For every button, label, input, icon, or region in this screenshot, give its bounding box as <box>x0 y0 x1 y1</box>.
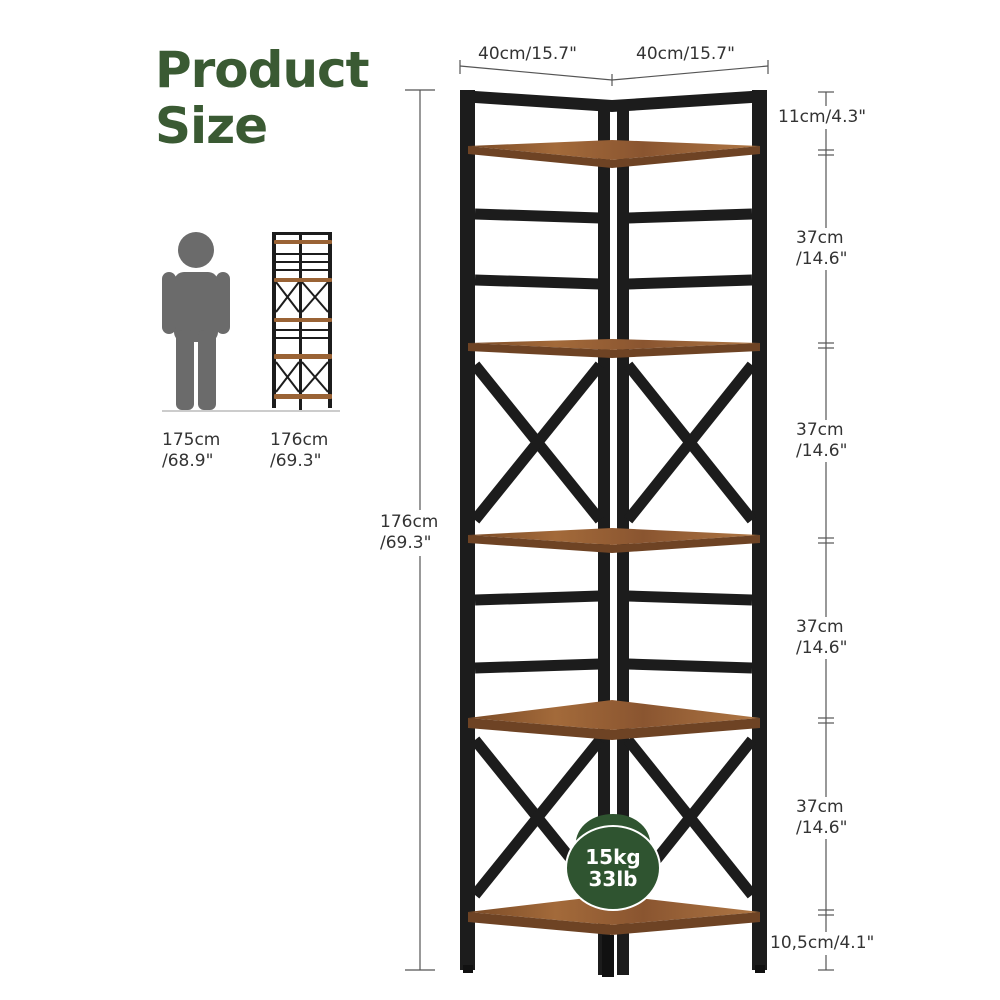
load-capacity-label: 15kg 33lb <box>566 846 660 890</box>
spacing-3-in: /14.6" <box>796 638 848 658</box>
title-line-2: Size <box>155 97 268 155</box>
spacing-3-cm: 37cm <box>796 617 844 637</box>
load-kg: 15kg <box>585 845 641 869</box>
person-height-in: /68.9" <box>162 451 214 471</box>
total-height-in: /69.3" <box>380 533 432 553</box>
shelf-4 <box>468 700 760 730</box>
bottom-spacing-label: 10,5cm/4.1" <box>770 932 875 955</box>
spacing-1-in: /14.6" <box>796 249 848 269</box>
title-line-1: Product <box>155 41 370 99</box>
kettlebell-icon <box>565 814 661 911</box>
spacing-label-1: 37cm /14.6" <box>796 228 848 270</box>
spacing-1-cm: 37cm <box>796 228 844 248</box>
top-spacing-label: 11cm/4.3" <box>778 106 867 129</box>
spacing-2-in: /14.6" <box>796 441 848 461</box>
width-dimension-lines <box>459 60 769 86</box>
spacing-label-3: 37cm /14.6" <box>796 617 848 659</box>
person-height-label: 175cm /68.9" <box>162 430 220 472</box>
width-right-label: 40cm/15.7" <box>636 44 735 64</box>
spacing-label-4: 37cm /14.6" <box>796 797 848 839</box>
horizontal-bars <box>474 208 753 674</box>
shelf-height-in: /69.3" <box>270 451 322 471</box>
total-height-label: 176cm /69.3" <box>380 510 439 556</box>
shelves <box>468 140 760 935</box>
spacing-label-2: 37cm /14.6" <box>796 420 848 462</box>
total-height-cm: 176cm <box>380 512 439 532</box>
shelf-height-cm: 176cm <box>270 430 329 450</box>
spacing-4-cm: 37cm <box>796 797 844 817</box>
person-icon <box>162 232 230 410</box>
load-lb: 33lb <box>588 867 638 891</box>
spacing-4-in: /14.6" <box>796 818 848 838</box>
shelf-2 <box>468 339 760 350</box>
shelf-1 <box>468 140 760 160</box>
mini-shelf-icon <box>272 232 332 410</box>
product-size-title: Product Size <box>155 41 370 155</box>
width-left-label: 40cm/15.7" <box>478 44 577 64</box>
cross-braces <box>470 361 757 899</box>
spacing-2-cm: 37cm <box>796 420 844 440</box>
shelf-height-label: 176cm /69.3" <box>270 430 328 472</box>
shelf-3 <box>468 528 760 545</box>
person-height-cm: 175cm <box>162 430 221 450</box>
